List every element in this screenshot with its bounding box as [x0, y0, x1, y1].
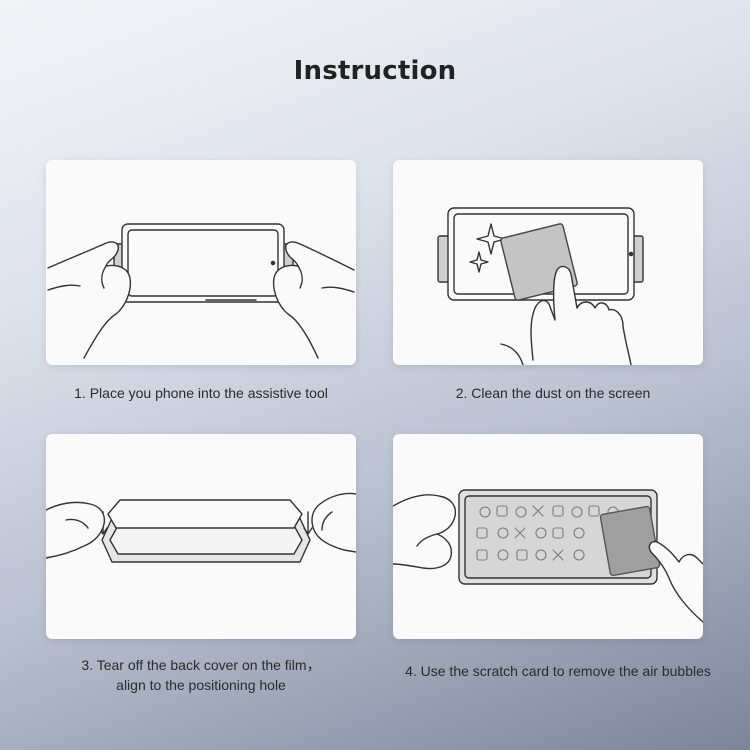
step-3-illustration — [46, 434, 356, 639]
step-2-caption: 2. Clean the dust on the screen — [455, 385, 651, 401]
page-title: Instruction — [293, 56, 457, 86]
phone-shape — [121, 223, 285, 303]
step-1-illustration — [46, 160, 356, 365]
step-1-caption: 1. Place you phone into the assistive to… — [74, 385, 328, 401]
step-4-caption: 4. Use the scratch card to remove the ai… — [405, 663, 711, 679]
pattern-icons — [476, 505, 619, 561]
step-3-caption: 3. Tear off the back cover on the film， … — [81, 657, 321, 693]
sparkle-icon — [469, 251, 489, 273]
sparkle-icon — [476, 223, 506, 255]
scratch-card — [599, 505, 661, 577]
protective-film — [107, 499, 303, 529]
step-2-illustration — [393, 160, 703, 365]
step-4-illustration — [393, 434, 703, 639]
